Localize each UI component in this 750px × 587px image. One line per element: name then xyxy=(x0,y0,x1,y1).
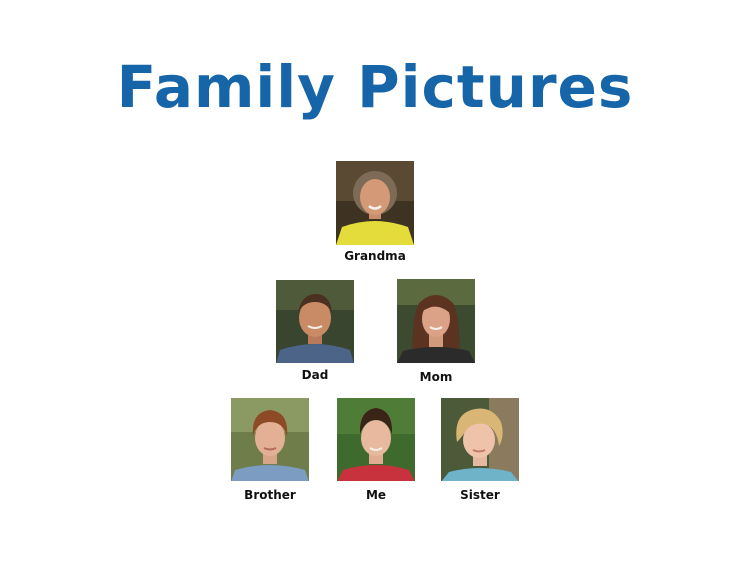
sister-label: Sister xyxy=(460,488,500,502)
dad-label: Dad xyxy=(301,368,329,382)
page-title: Family Pictures xyxy=(116,53,634,121)
brother-photo xyxy=(231,398,309,481)
dad-photo xyxy=(276,280,354,363)
sister-photo xyxy=(441,398,519,481)
grandma-label: Grandma xyxy=(344,249,406,263)
grandma-photo xyxy=(336,161,414,245)
brother-label: Brother xyxy=(244,488,296,502)
me-label: Me xyxy=(365,488,387,502)
me-photo xyxy=(337,398,415,481)
mom-photo xyxy=(397,279,475,363)
mom-label: Mom xyxy=(419,370,453,384)
